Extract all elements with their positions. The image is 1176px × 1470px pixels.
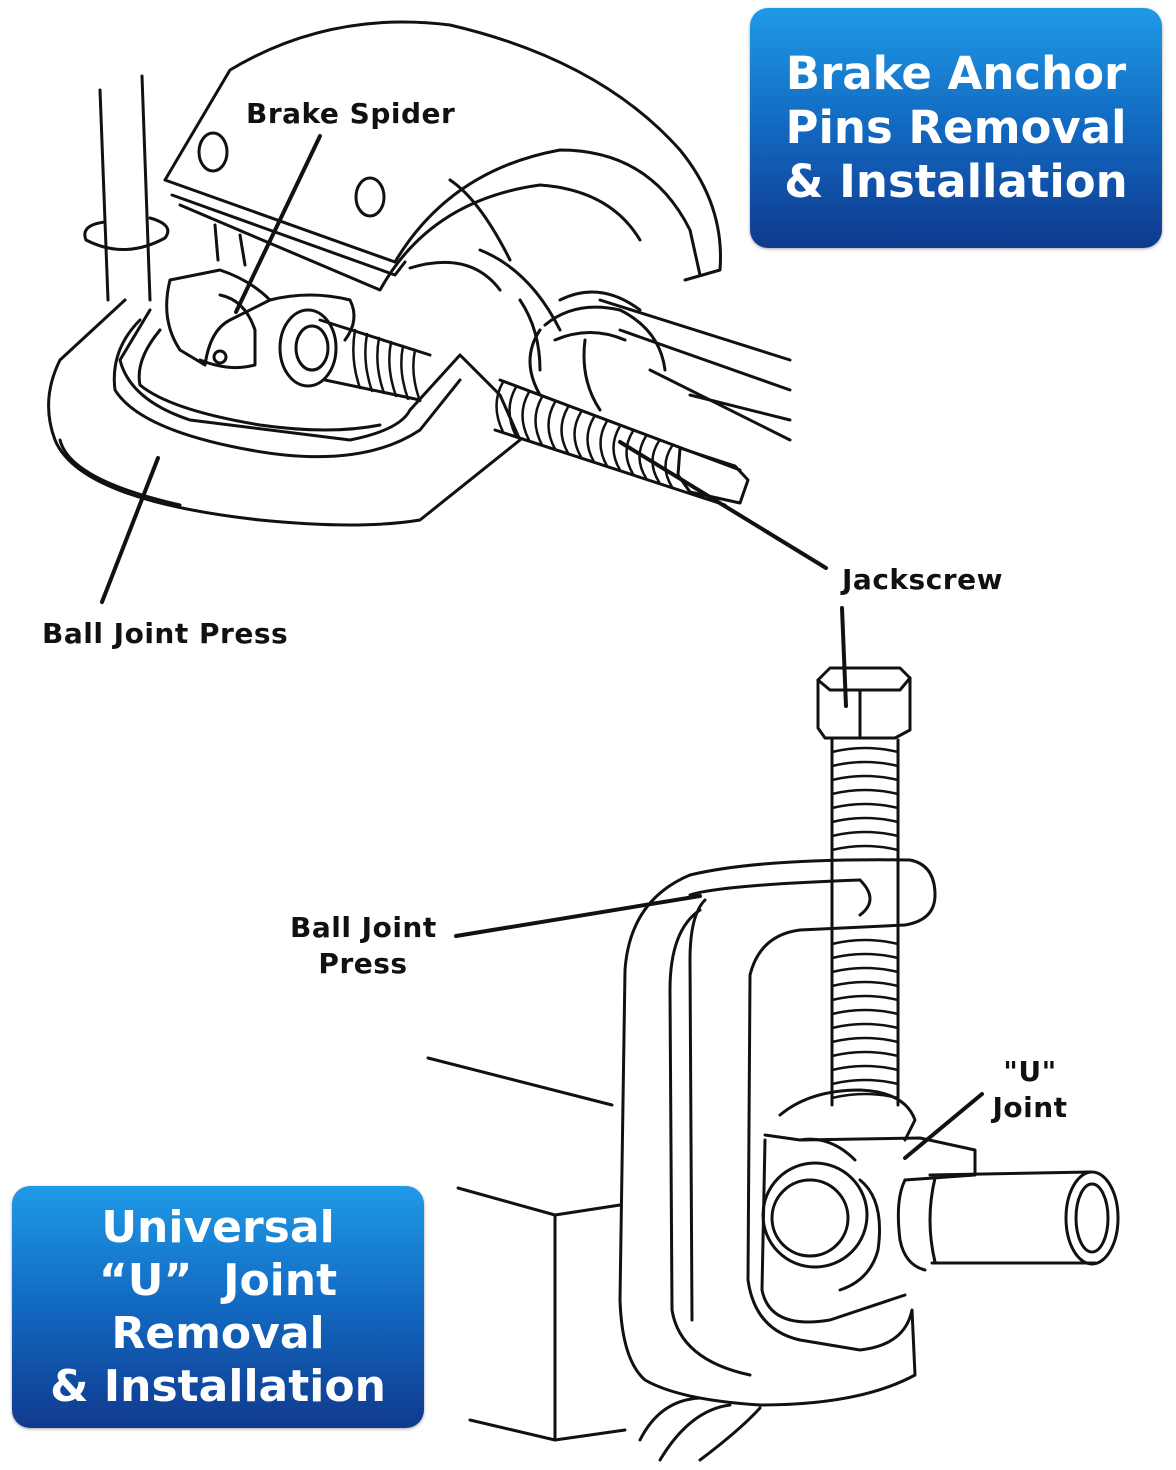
ball-joint-press-label-bottom: Ball Joint Press bbox=[290, 910, 436, 982]
brake-anchor-banner: Brake Anchor Pins Removal & Installation bbox=[750, 8, 1162, 248]
leader-lines-bottom bbox=[454, 606, 984, 1160]
vertical-screw-threads bbox=[830, 746, 900, 1100]
label-line: Press bbox=[318, 947, 408, 980]
top-hex-nut bbox=[816, 666, 912, 740]
press-ram-threads bbox=[352, 328, 422, 403]
banner-line: & Installation bbox=[50, 1361, 386, 1412]
leader-jackscrew-bottom bbox=[840, 606, 848, 708]
jackscrew-label: Jackscrew bbox=[842, 563, 1003, 596]
label-line: Joint bbox=[992, 1091, 1068, 1124]
banner-line: Universal bbox=[101, 1202, 335, 1253]
banner-line: “U” Joint bbox=[98, 1255, 338, 1306]
banner-line: Removal bbox=[111, 1308, 325, 1359]
leader-ball-joint-press-top bbox=[100, 456, 160, 604]
brake-shoe-outer bbox=[163, 20, 722, 282]
leader-lines-top bbox=[100, 134, 828, 604]
banner-line: & Installation bbox=[784, 155, 1128, 208]
u-joint-assembly-illustration bbox=[426, 666, 1120, 1462]
label-line: Ball Joint bbox=[290, 911, 437, 944]
jackscrew-hex-head bbox=[676, 446, 750, 505]
label-line: "U" bbox=[1003, 1055, 1057, 1088]
brake-spider-label: Brake Spider bbox=[246, 97, 456, 130]
press-frame-outer bbox=[47, 298, 522, 527]
leader-ball-joint-press-bottom bbox=[454, 894, 702, 938]
leader-brake-spider bbox=[234, 134, 322, 314]
banner-line: Brake Anchor bbox=[785, 47, 1127, 100]
leader-u-joint bbox=[903, 1092, 984, 1160]
ball-joint-press-label-top: Ball Joint Press bbox=[42, 617, 289, 650]
u-joint-label: "U" Joint bbox=[988, 1054, 1072, 1126]
banner-line: Pins Removal bbox=[785, 101, 1127, 154]
brake-assembly-illustration bbox=[47, 20, 792, 527]
leader-jackscrew bbox=[618, 440, 828, 570]
c-press-frame-outer bbox=[618, 858, 937, 1407]
u-joint-banner: Universal “U” Joint Removal & Installati… bbox=[12, 1186, 424, 1428]
